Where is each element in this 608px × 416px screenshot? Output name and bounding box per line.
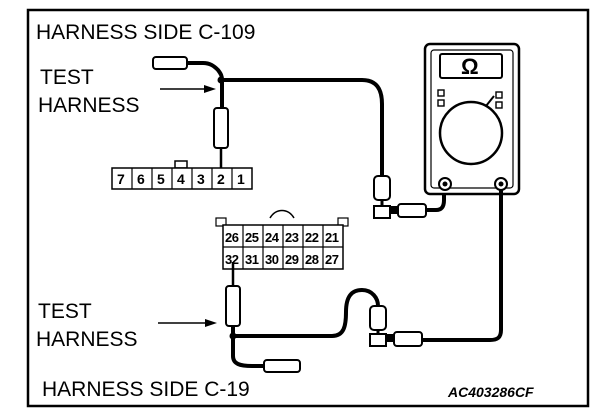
c109-pin-2: 2 bbox=[217, 171, 225, 187]
meter-display bbox=[439, 53, 503, 79]
test-harness-label-bottom-line1: TEST bbox=[38, 300, 92, 323]
ohm-symbol: Ω bbox=[461, 54, 479, 79]
c19-pin-23: 23 bbox=[285, 230, 299, 245]
ohmmeter: Ω bbox=[423, 42, 521, 196]
c19-pin-31: 31 bbox=[245, 252, 259, 267]
c109-pin-7: 7 bbox=[117, 171, 125, 187]
test-harness-bottom bbox=[225, 262, 380, 373]
test-harness-label-bottom-line2: HARNESS bbox=[36, 328, 138, 351]
meter-lead-connector-bottom bbox=[369, 305, 423, 347]
test-harness-top bbox=[152, 56, 384, 176]
c109-pin-5: 5 bbox=[157, 171, 165, 187]
c19-pin-27: 27 bbox=[325, 252, 339, 267]
arrow-bottom bbox=[158, 319, 217, 327]
arrow-top bbox=[160, 85, 216, 93]
meter-lead-connector-top bbox=[373, 175, 446, 219]
c109-pin-3: 3 bbox=[197, 171, 205, 187]
c19-pin-26: 26 bbox=[225, 230, 239, 245]
title-harness-side-c19: HARNESS SIDE C-19 bbox=[42, 378, 250, 401]
figure-code: AC403286CF bbox=[447, 384, 534, 400]
c19-pin-30: 30 bbox=[265, 252, 279, 267]
c19-pin-21: 21 bbox=[325, 230, 339, 245]
connector-c19: 26 25 24 23 22 21 32 31 30 29 28 27 bbox=[215, 209, 349, 270]
meter-lead-right bbox=[420, 190, 503, 342]
test-harness-label-top-line1: TEST bbox=[40, 66, 94, 89]
diagram-frame bbox=[26, 8, 590, 408]
c109-pin-4: 4 bbox=[177, 171, 185, 187]
connector-c109: 7 6 5 4 3 2 1 bbox=[111, 160, 253, 190]
c19-pin-29: 29 bbox=[285, 252, 299, 267]
selector-dial bbox=[438, 100, 504, 166]
c109-pin-6: 6 bbox=[137, 171, 145, 187]
c109-pin-1: 1 bbox=[237, 171, 245, 187]
c19-pin-25: 25 bbox=[245, 230, 259, 245]
c19-pin-22: 22 bbox=[305, 230, 319, 245]
c19-pin-24: 24 bbox=[265, 230, 280, 245]
c19-pin-28: 28 bbox=[305, 252, 319, 267]
title-harness-side-c109: HARNESS SIDE C-109 bbox=[36, 21, 255, 44]
c19-pin-32: 32 bbox=[225, 252, 239, 267]
test-harness-label-top-line2: HARNESS bbox=[38, 94, 140, 117]
